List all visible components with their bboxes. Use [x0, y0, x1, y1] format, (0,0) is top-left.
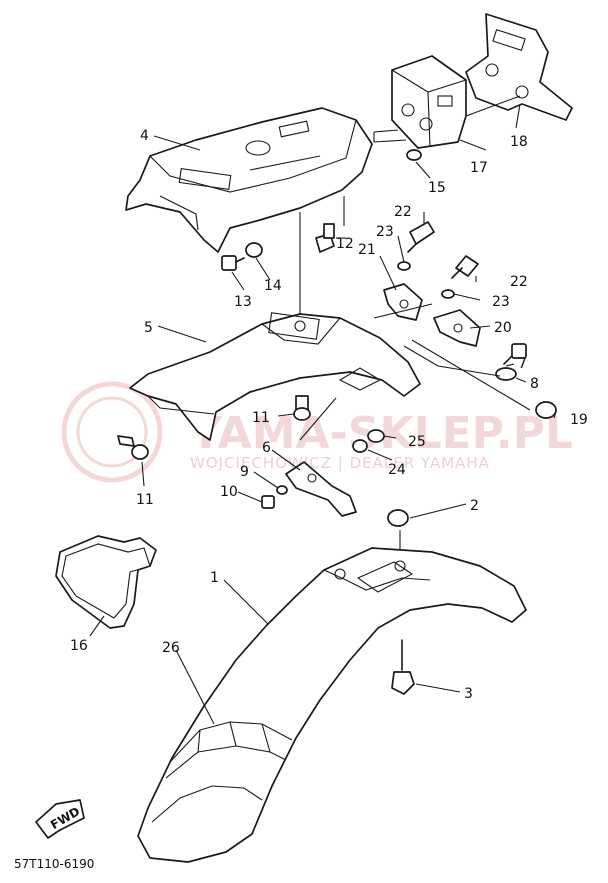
callout-17: 17 [470, 160, 488, 176]
callout-18: 18 [510, 134, 528, 150]
callout-23-upper: 23 [376, 224, 394, 240]
callout-numbers: 4 5 2 3 1 26 16 6 7 8 9 10 11 11 12 13 1… [70, 128, 588, 702]
callout-8: 8 [530, 376, 539, 392]
watermark-sub-text: WOJCIECHOWICZ | DEALER YAMAHA [190, 454, 490, 472]
callout-22-upper: 22 [394, 204, 412, 220]
watermark-logo-inner [76, 396, 148, 468]
part-19-reflector [535, 401, 557, 419]
watermark-logo-ring [61, 381, 163, 483]
part-18-bracket [465, 13, 573, 121]
callout-25: 25 [408, 434, 426, 450]
callout-21: 21 [358, 242, 376, 258]
callout-16: 16 [70, 638, 88, 654]
watermark: YAMA-SKLEP.PL WOJCIECHOWICZ | DEALER YAM… [61, 381, 573, 483]
callout-24: 24 [388, 462, 406, 478]
part-13-bolt [221, 255, 245, 271]
part-25-clip [367, 429, 385, 443]
callout-11-center: 11 [252, 410, 270, 426]
part-24-nut [352, 439, 368, 453]
callout-11-left: 11 [136, 492, 154, 508]
part-4-upper-cover [125, 107, 373, 253]
part-11-bolt-center [293, 395, 311, 421]
part-9-washer [276, 485, 288, 495]
callout-22-right: 22 [510, 274, 528, 290]
part-10-nut [261, 495, 275, 509]
part-1-rear-fender [137, 547, 527, 863]
part-6-bracket [285, 461, 357, 517]
part-17-taillight [391, 55, 467, 149]
callout-26: 26 [162, 640, 180, 656]
fwd-arrow-icon: FWD [35, 799, 85, 839]
part-5-inner-fender [129, 312, 421, 441]
callout-4: 4 [140, 128, 149, 144]
part-23-washer-upper [397, 261, 411, 271]
callout-10: 10 [220, 484, 238, 500]
part-8-washer [495, 367, 517, 381]
part-20-stay [433, 309, 481, 347]
part-12-fastener [315, 223, 335, 253]
part-22-bolt-upper [407, 221, 435, 253]
part-14-washer [245, 242, 263, 258]
part-2-grommet [387, 509, 409, 527]
callout-9: 9 [240, 464, 249, 480]
part-7-bolt [503, 343, 527, 365]
callout-7: 7 [518, 356, 527, 372]
callout-20: 20 [494, 320, 512, 336]
part-16-mudflap [55, 535, 157, 629]
callout-6: 6 [262, 440, 271, 456]
part-3-bolt [391, 639, 415, 695]
callout-1: 1 [210, 570, 219, 586]
callout-19: 19 [570, 412, 588, 428]
part-15-nut [406, 149, 422, 161]
callout-2: 2 [470, 498, 479, 514]
part-11-bolt-left [117, 435, 149, 460]
callout-23-right: 23 [492, 294, 510, 310]
callout-15: 15 [428, 180, 446, 196]
part-23-washer-right [441, 289, 455, 299]
part-22-bolt-right [451, 255, 479, 279]
callout-14: 14 [264, 278, 282, 294]
callout-3: 3 [464, 686, 473, 702]
leader-lines [89, 103, 557, 725]
callout-12: 12 [336, 236, 354, 252]
part-21-stay [383, 283, 423, 321]
callout-5: 5 [144, 320, 153, 336]
diagram-reference-code: 57T110-6190 [14, 857, 94, 871]
callout-13: 13 [234, 294, 252, 310]
